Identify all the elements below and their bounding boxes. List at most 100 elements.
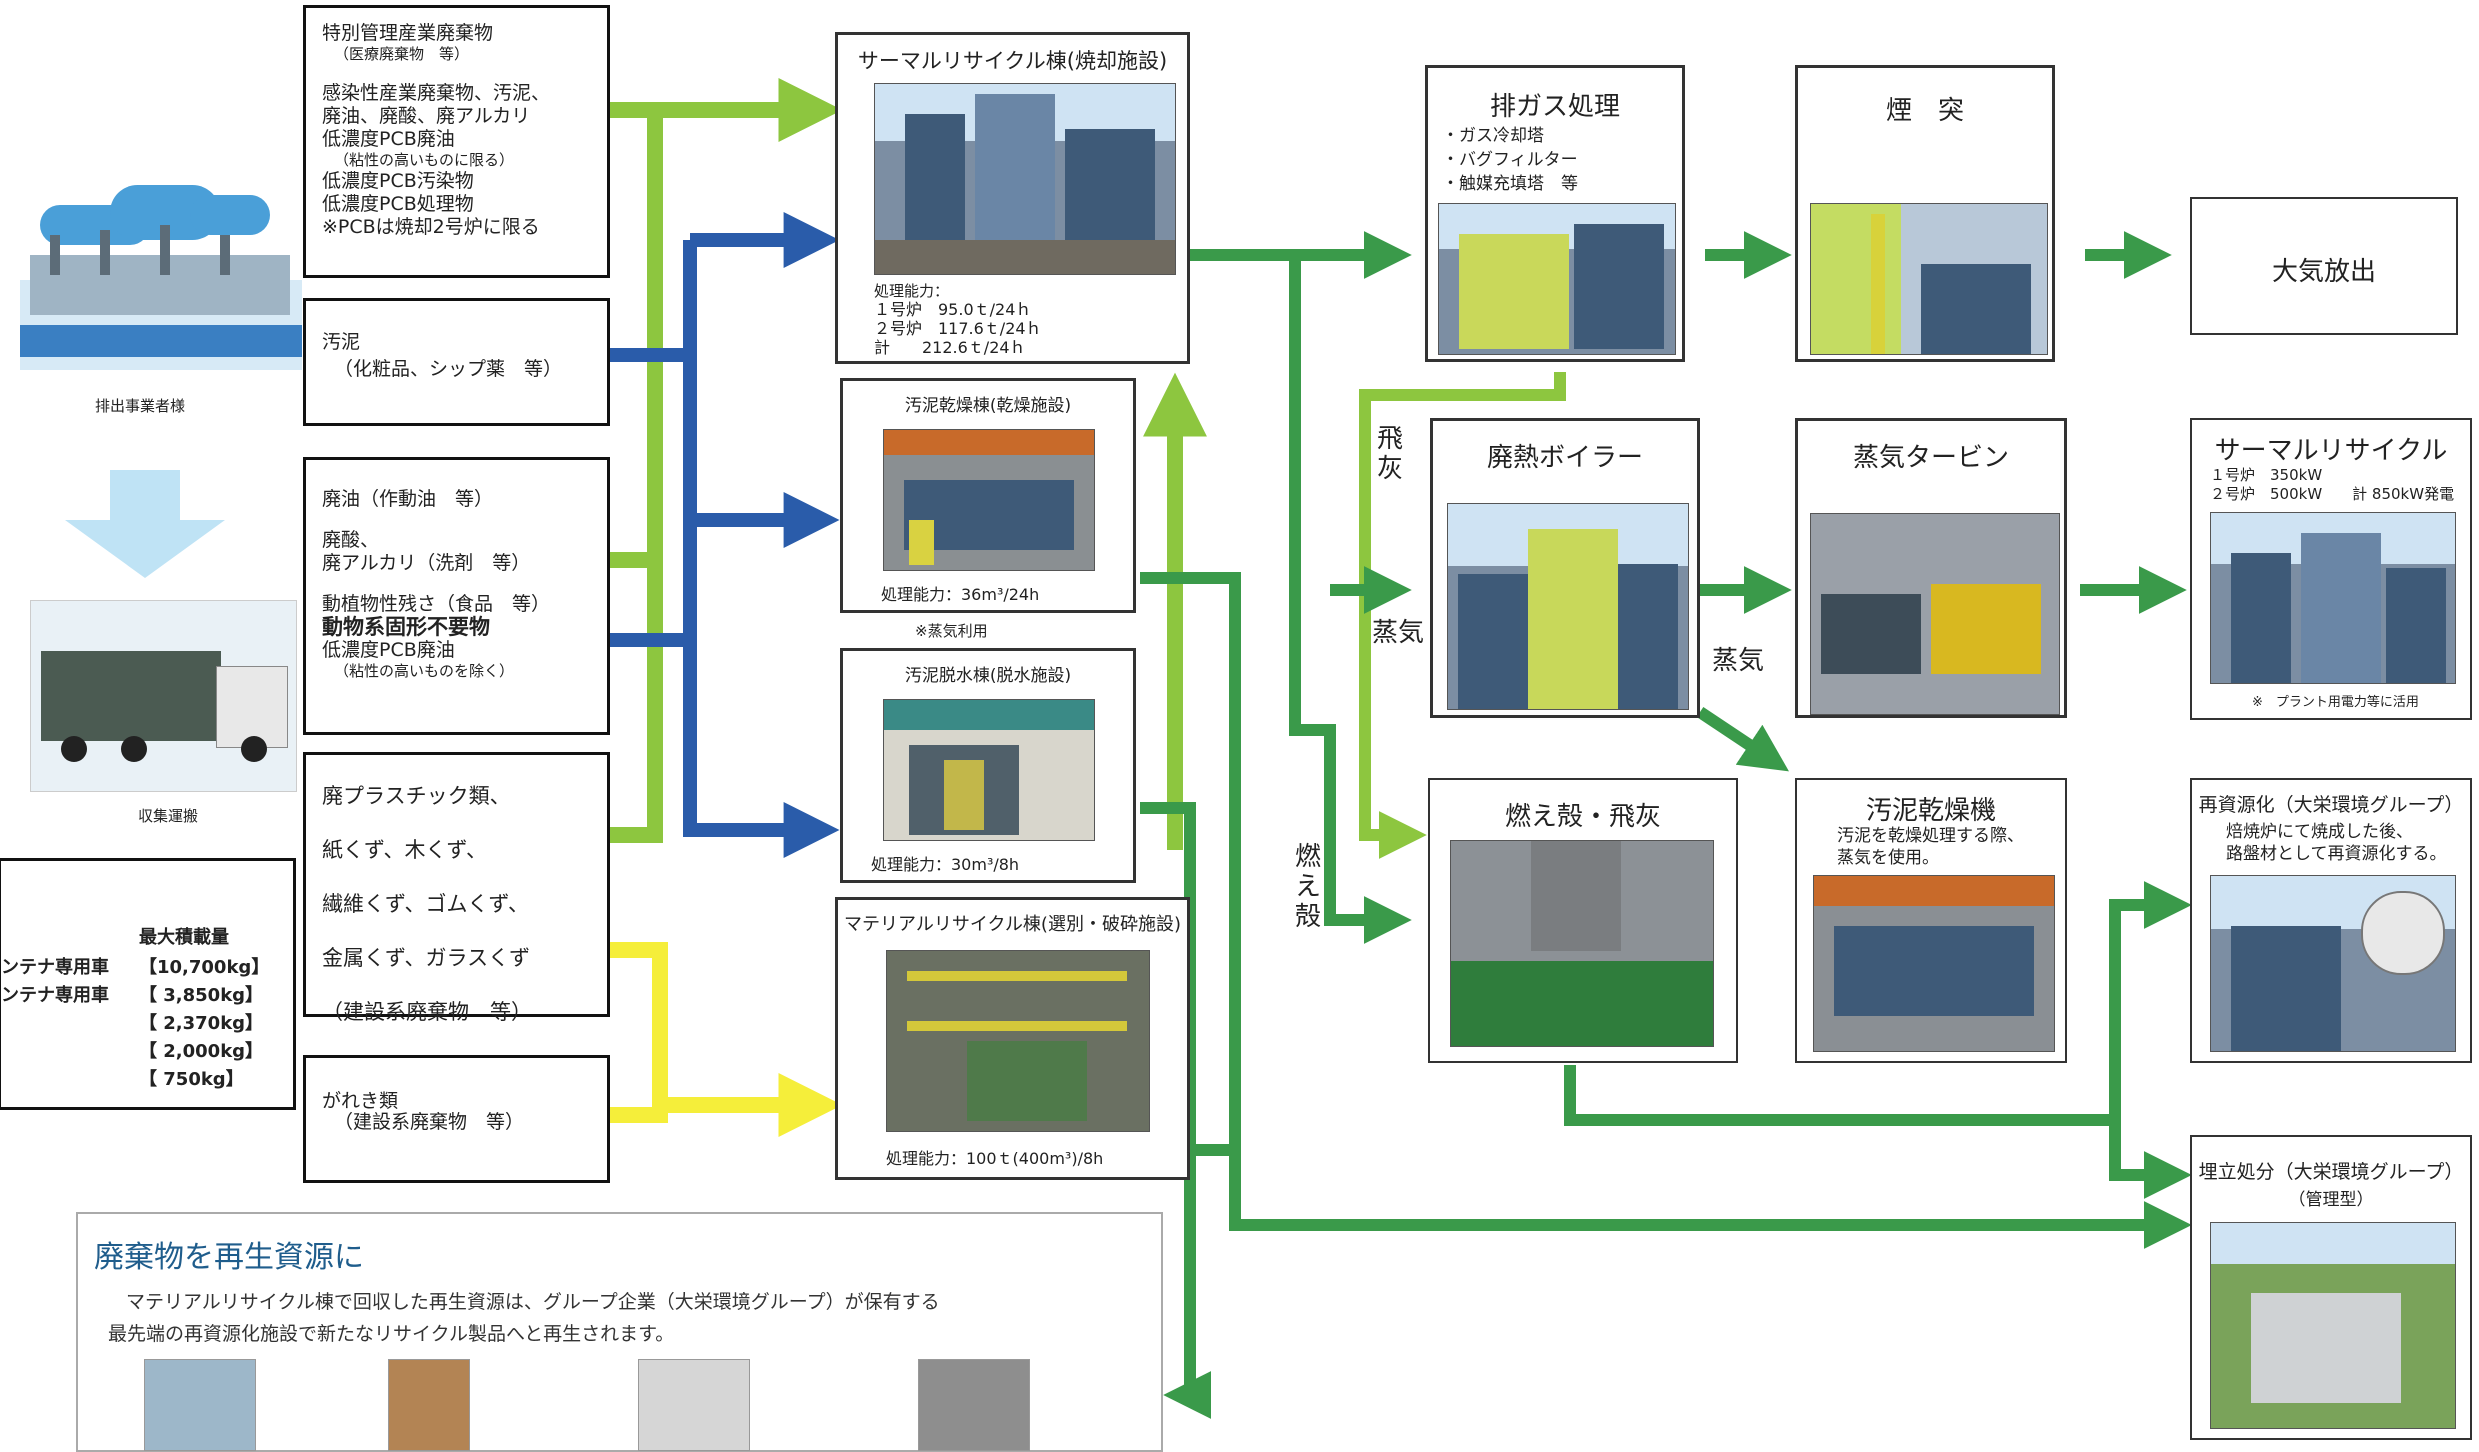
recycled-product-thumb — [918, 1359, 1030, 1451]
steam-use-note: ※蒸気利用 — [915, 622, 988, 640]
facility-reuse: 再資源化（大栄環境グループ） 焙焼炉にて焼成した後、 路盤材として再資源化する。 — [2190, 778, 2472, 1063]
waste-line: ※PCBは焼却2号炉に限る — [322, 216, 540, 238]
facility-subtitle: （管理型） — [2288, 1190, 2374, 1210]
facility-title: サーマルリサイクル — [2214, 436, 2448, 466]
truck-row: 【 2,000kg】 — [1, 1037, 291, 1065]
facility-title: サーマルリサイクル棟(焼却施設) — [857, 49, 1168, 73]
reuse-desc: 焙焼炉にて焼成した後、 — [2226, 822, 2413, 842]
recycled-product-thumb — [388, 1359, 470, 1451]
dryer-desc: 蒸気を使用。 — [1837, 848, 1939, 868]
truck-row-weight: 【 750kg】 — [139, 1069, 244, 1090]
waste-box-plastic: 廃プラスチック類、 紙くず、木くず、 繊維くず、ゴムくず、 金属くず、ガラスくず… — [303, 752, 610, 1024]
facility-gas-treatment: 排ガス処理 ・ガス冷却塔 ・バグフィルター ・触媒充填塔 等 — [1425, 65, 1685, 362]
waste-line: 動植物性残さ（食品 等） — [322, 593, 551, 615]
facility-capacity-row: １号炉 95.0ｔ/24ｈ — [874, 300, 1032, 319]
yellow-arrows — [610, 942, 843, 1137]
facility-chimney: 煙 突 — [1795, 65, 2055, 362]
recycled-product-thumb — [144, 1359, 256, 1451]
factory-caption: 排出事業者様 — [95, 397, 186, 415]
facility-photo — [2210, 875, 2456, 1052]
power-row: ２号炉 500kW 計 850kW発電 — [2210, 485, 2455, 503]
steam-label-v: 蒸気 — [1372, 618, 1425, 648]
waste-line: 繊維くず、ゴムくず、 — [322, 892, 530, 916]
waste-line: 低濃度PCB汚染物 — [322, 170, 474, 192]
facility-photo — [1447, 503, 1689, 710]
truck-table-header: 最大積載量 — [139, 927, 229, 948]
waste-line: 廃油（作動油 等） — [322, 488, 494, 510]
facility-title: 再資源化（大栄環境グループ） — [2198, 794, 2464, 816]
waste-box-title: 汚泥 — [322, 331, 361, 353]
facility-photo — [1810, 513, 2060, 715]
steam-label-h: 蒸気 — [1712, 646, 1765, 676]
facility-turbine: 蒸気タービン — [1795, 418, 2067, 718]
facility-capacity: 処理能力：100ｔ(400m³)/8h — [886, 1149, 1104, 1168]
truck-row-weight: 【 3,850kg】 — [139, 985, 264, 1006]
facility-capacity-head: 処理能力： — [874, 282, 950, 300]
waste-box-sub: （化粧品、シップ薬 等） — [334, 358, 563, 380]
gas-item: ・バグフィルター — [1442, 150, 1578, 170]
waste-line: 廃酸、 — [322, 529, 380, 551]
dark-green-arrows — [1140, 231, 2192, 1419]
recycled-product-thumb — [638, 1359, 750, 1451]
power-note: ※ プラント用電力等に活用 — [2252, 695, 2419, 710]
facility-photo — [874, 83, 1176, 275]
facility-ash: 燃え殻・飛灰 — [1428, 778, 1738, 1063]
facility-title: 煙 突 — [1885, 96, 1964, 126]
down-arrow-icon — [65, 470, 225, 578]
bottom-ash-label: 燃え殻 — [1294, 842, 1321, 932]
facility-title: 汚泥脱水棟(脱水施設) — [904, 666, 1072, 686]
facility-title: 排ガス処理 — [1489, 92, 1620, 122]
truck-photo — [30, 600, 297, 792]
truck-row: 【 2,370kg】 — [1, 1009, 291, 1037]
gas-item: ・ガス冷却塔 — [1442, 126, 1544, 146]
truck-row-weight: 【 2,370kg】 — [139, 1013, 264, 1034]
waste-box-sub: （建設系廃棄物 等） — [334, 1111, 525, 1133]
facility-capacity: 処理能力：30m³/8h — [871, 855, 1020, 874]
power-row: １号炉 350kW — [2210, 466, 2323, 484]
recycle-section-title: 廃棄物を再生資源に — [94, 1240, 364, 1275]
facility-photo — [1813, 875, 2055, 1052]
truck-row-weight: 【 2,000kg】 — [139, 1041, 264, 1062]
facility-landfill: 埋立処分（大栄環境グループ） （管理型） — [2190, 1135, 2472, 1440]
facility-title: 燃え殻・飛灰 — [1504, 802, 1661, 832]
truck-capacity-table: 最大積載量 ンテナ専用車 【10,700kg】 ンテナ専用車 【 3,850kg… — [0, 858, 296, 1110]
truck-row-name: ンテナ専用車 — [1, 985, 109, 1006]
waste-line: 廃油、廃酸、廃アルカリ — [322, 105, 531, 127]
facility-capacity-row: 計 212.6ｔ/24ｈ — [874, 338, 1026, 357]
waste-box-title: がれき類 — [322, 1090, 399, 1112]
recycle-section: 廃棄物を再生資源に マテリアルリサイクル棟で回収した再生資源は、グループ企業（大… — [76, 1212, 1163, 1452]
waste-line: 感染性産業廃棄物、汚泥、 — [322, 82, 551, 104]
waste-line-sub: （粘性の高いものを除く） — [334, 662, 515, 680]
facility-sludge-dry: 汚泥乾燥棟(乾燥施設) 処理能力：36m³/24h — [840, 378, 1136, 613]
recycle-body-line: 最先端の再資源化施設で新たなリサイクル製品へと再生されます。 — [108, 1323, 675, 1345]
waste-line: 紙くず、木くず、 — [322, 838, 488, 862]
waste-box-oil: 廃油（作動油 等） 廃酸、 廃アルカリ（洗剤 等） 動植物性残さ（食品 等） 動… — [303, 457, 610, 735]
truck-row-name: ンテナ専用車 — [1, 957, 109, 978]
facility-photo — [1450, 840, 1714, 1047]
facility-photo — [1810, 203, 2048, 355]
waste-line: 低濃度PCB廃油 — [322, 128, 455, 150]
facility-capacity-row: ２号炉 117.6ｔ/24ｈ — [874, 319, 1042, 338]
dryer-desc: 汚泥を乾燥処理する際、 — [1837, 826, 2024, 846]
truck-row-weight: 【10,700kg】 — [139, 957, 270, 978]
facility-material: マテリアルリサイクル棟(選別・破砕施設) 処理能力：100ｔ(400m³)/8h — [835, 897, 1190, 1180]
facility-title: 汚泥乾燥機 — [1865, 796, 1996, 826]
facility-boiler: 廃熱ボイラー — [1430, 418, 1700, 718]
recycle-body-line: マテリアルリサイクル棟で回収した再生資源は、グループ企業（大栄環境グループ）が保… — [126, 1291, 940, 1313]
recycle-section-body: マテリアルリサイクル棟で回収した再生資源は、グループ企業（大栄環境グループ）が保… — [108, 1286, 940, 1350]
facility-photo — [2210, 1222, 2456, 1429]
facility-title: マテリアルリサイクル棟(選別・破砕施設) — [844, 914, 1181, 935]
facility-thermal: サーマルリサイクル棟(焼却施設) 処理能力： １号炉 95.0ｔ/24ｈ ２号炉… — [835, 32, 1190, 364]
waste-line: 低濃度PCB廃油 — [322, 639, 455, 661]
waste-line: 金属くず、ガラスくず — [322, 946, 531, 970]
waste-line: 廃プラスチック類、 — [322, 784, 511, 808]
facility-photo — [883, 429, 1095, 571]
waste-line-sub: （粘性の高いものに限る） — [334, 151, 515, 169]
waste-box-rubble: がれき類 （建設系廃棄物 等） — [303, 1055, 610, 1183]
facility-thermal-recycle: サーマルリサイクル １号炉 350kW ２号炉 500kW 計 850kW発電 … — [2190, 418, 2472, 720]
fly-ash-label: 飛灰 — [1376, 424, 1403, 484]
facility-title: 廃熱ボイラー — [1486, 443, 1643, 473]
facility-title: 埋立処分（大栄環境グループ） — [2198, 1161, 2464, 1183]
facility-sludge-dewater: 汚泥脱水棟(脱水施設) 処理能力：30m³/8h — [840, 648, 1136, 883]
facility-title: 大気放出 — [2271, 257, 2376, 287]
